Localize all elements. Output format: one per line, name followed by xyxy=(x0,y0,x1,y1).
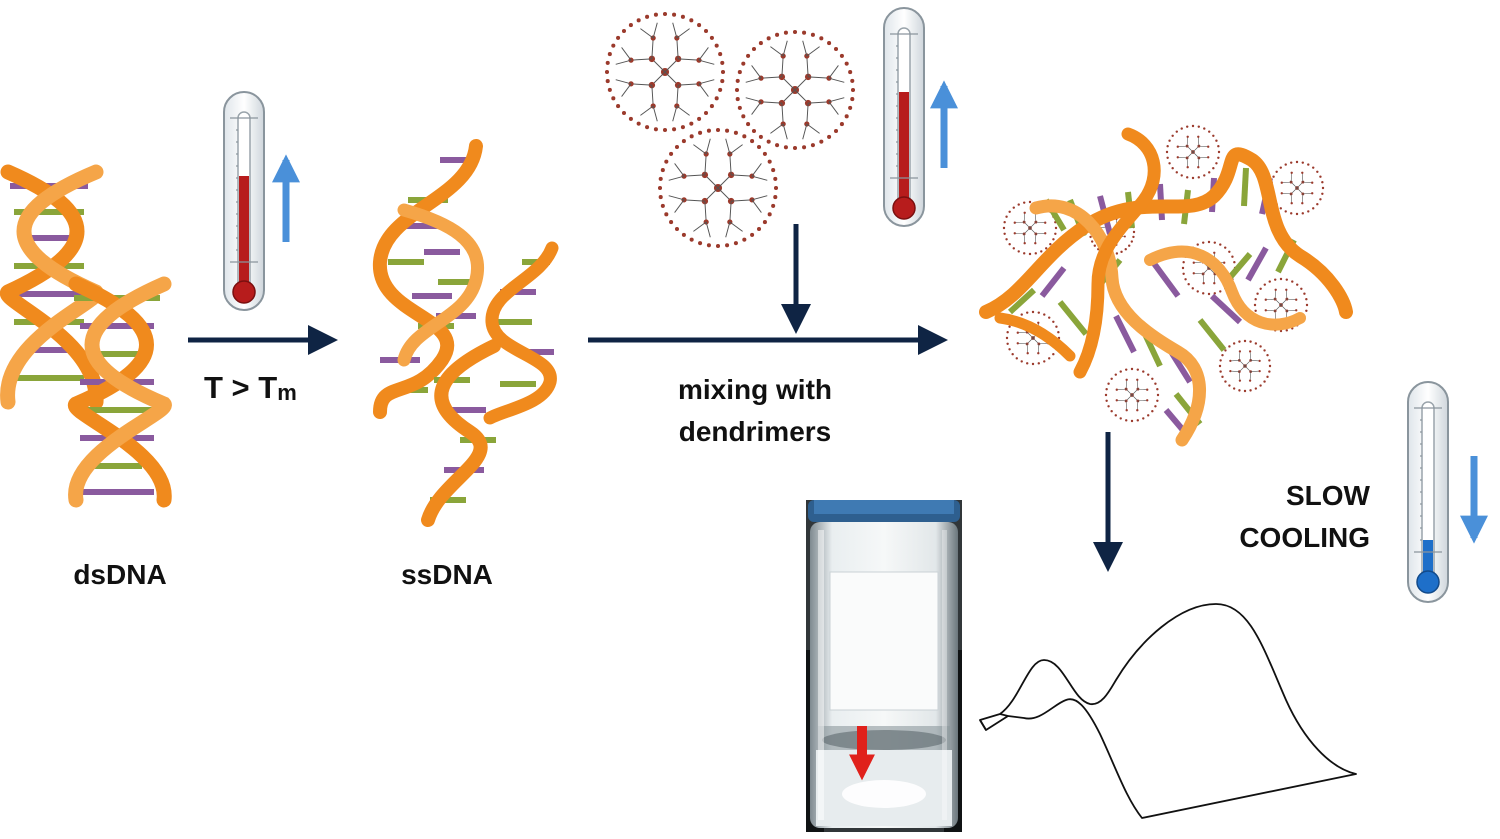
thermometer-hot-icon-2 xyxy=(883,7,925,227)
ssdna-strand-2 xyxy=(397,203,484,367)
dsdna-illustration xyxy=(0,164,172,508)
thermometer-cold-icon xyxy=(1407,381,1449,603)
ssdna-illustration xyxy=(372,139,559,527)
ssdna-label: ssDNA xyxy=(401,559,493,590)
dendrimer-icon xyxy=(734,29,856,151)
ssdna-strand-3 xyxy=(421,339,501,527)
dendrimer-icon xyxy=(604,11,726,133)
cooling-label-line1: SLOW xyxy=(1286,480,1370,511)
heating-condition-subscript: m xyxy=(277,380,297,405)
dna-dendrimer-complex xyxy=(979,127,1353,447)
cooling-label-line2: COOLING xyxy=(1239,522,1370,553)
complex-dendrimer xyxy=(1165,124,1221,180)
mixing-label-line1: mixing with xyxy=(678,374,832,405)
thermometer-hot-icon xyxy=(223,91,265,311)
process-arrows xyxy=(188,224,1123,572)
dsdna-helix-right xyxy=(68,276,172,508)
heating-condition-label: T > Tm xyxy=(204,368,297,411)
vial-photo xyxy=(806,500,962,832)
mixing-label-line2: dendrimers xyxy=(678,416,832,447)
dendrimer-layer xyxy=(604,11,1325,423)
film-sheet-icon xyxy=(979,603,1357,819)
complex-dendrimer xyxy=(1218,339,1272,393)
heating-condition-main: T > T xyxy=(204,370,278,405)
dendrimer-icon xyxy=(657,127,779,249)
complex-dendrimer xyxy=(1104,367,1160,423)
vial-graphic xyxy=(806,500,962,832)
ssdna-strand-4 xyxy=(483,241,559,425)
dsdna-label: dsDNA xyxy=(73,559,167,590)
